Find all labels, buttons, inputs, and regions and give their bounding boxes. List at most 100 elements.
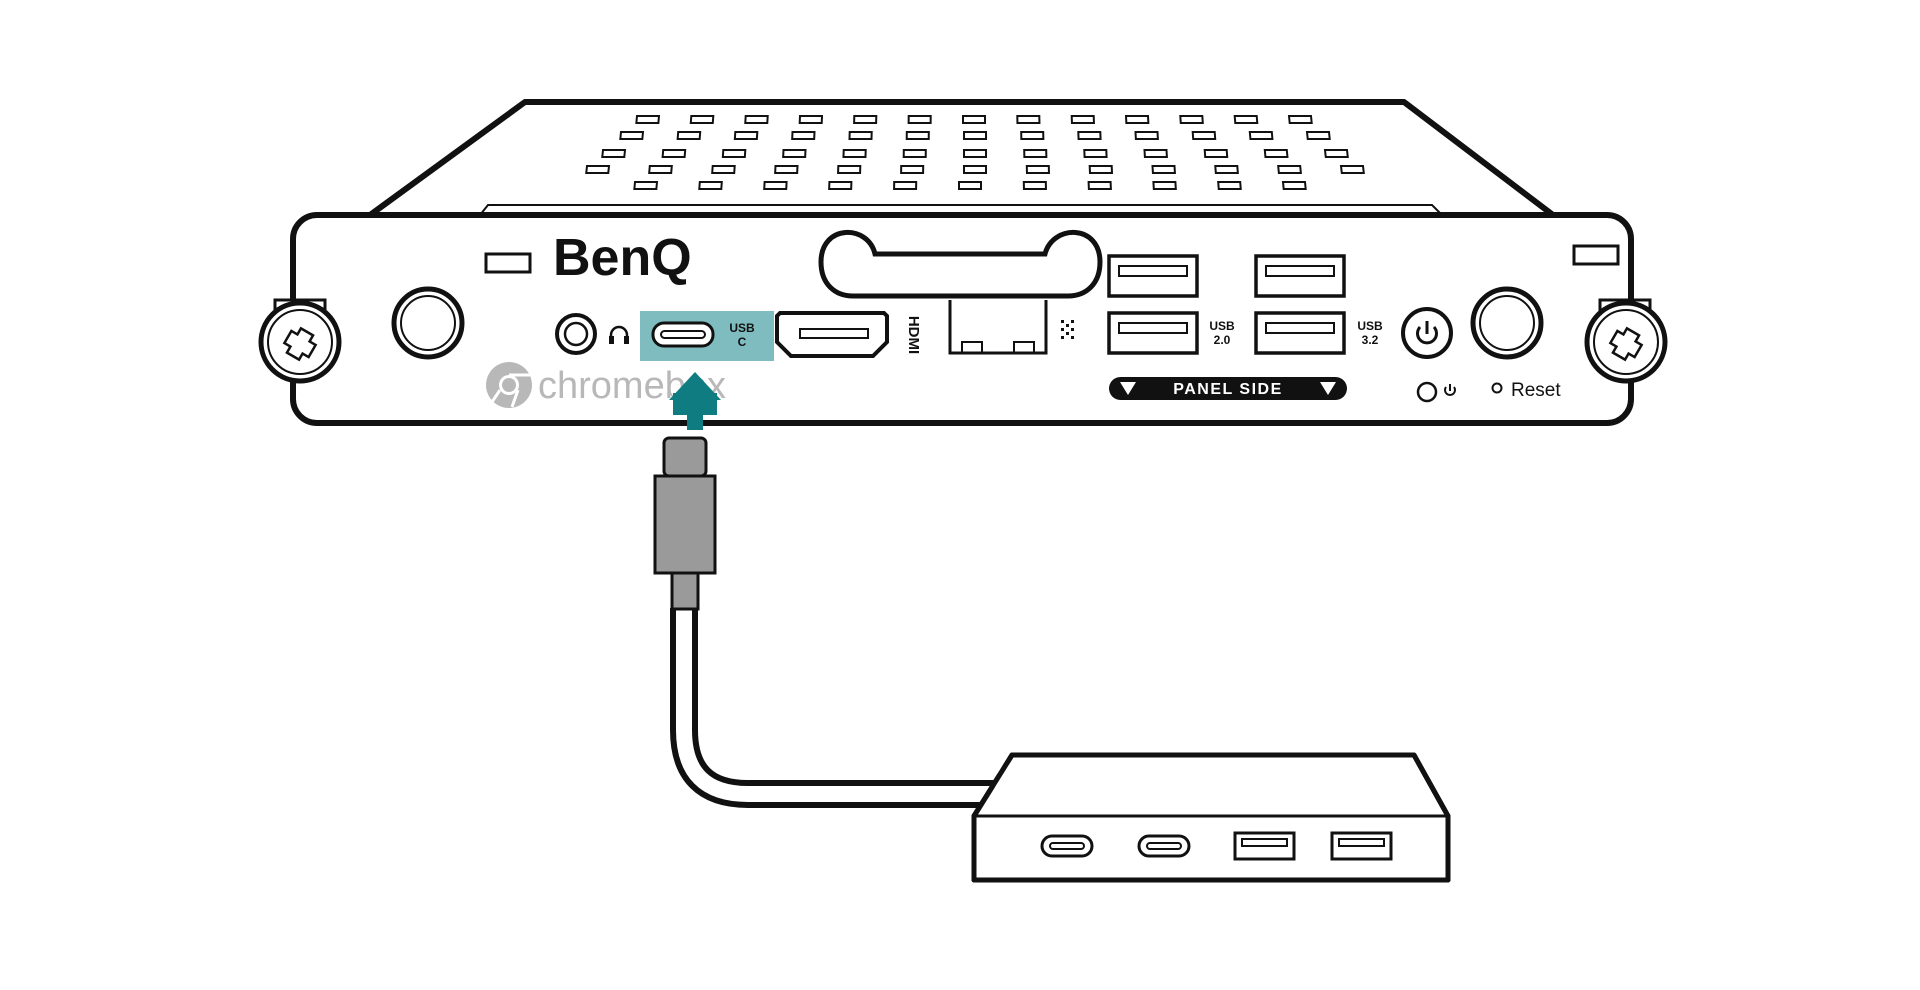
hub-usb-c-port-1: [1040, 834, 1094, 858]
power-indicator-icon: [1444, 384, 1456, 396]
vent-slot: [1263, 149, 1289, 158]
chromebox-top-cover: [367, 99, 1556, 218]
vent-slot: [1191, 131, 1217, 140]
vent-slot: [1152, 181, 1177, 190]
vent-slot: [907, 115, 932, 124]
usb-c-hub: [971, 752, 1451, 883]
usb-32-ports: USB 3.2: [1254, 254, 1383, 355]
lan-icon: [1061, 320, 1074, 339]
reset-hole: [1491, 382, 1503, 394]
usb-32-label-bottom: 3.2: [1362, 333, 1379, 347]
hub-usb-c-port-2: [1137, 834, 1191, 858]
vent-slot: [791, 131, 816, 140]
vent-slot: [774, 165, 799, 174]
vent-slot: [1217, 181, 1242, 190]
lan-port: [948, 300, 1048, 355]
vent-slot: [635, 115, 661, 124]
power-led: [1416, 381, 1438, 403]
vent-slot: [1214, 165, 1239, 174]
usb-c-plug-strain: [670, 571, 700, 611]
vent-slot: [733, 131, 759, 140]
power-icon: [1416, 321, 1438, 345]
hub-usb-a-port-2: [1330, 831, 1393, 861]
handle: [818, 229, 1103, 299]
hdmi-label: HDMI: [905, 316, 922, 354]
vent-slot: [1179, 115, 1204, 124]
vent-slot: [1016, 115, 1041, 124]
left-indicator-slot: [484, 252, 532, 274]
vent-slot: [902, 149, 927, 158]
vent-slot: [1087, 181, 1112, 190]
vent-slot: [1151, 165, 1176, 174]
vent-slot: [893, 181, 918, 190]
vent-slot: [962, 165, 988, 174]
usb-c-port-icon: [651, 321, 715, 348]
brand-logo: BenQ: [553, 229, 692, 287]
vent-slot: [962, 149, 988, 158]
vent-slot: [1070, 115, 1095, 124]
vent-slot: [1339, 165, 1365, 174]
right-indicator-slot: [1572, 244, 1620, 266]
vent-slot: [661, 149, 687, 158]
usb-c-cable: [653, 436, 1000, 808]
vent-slot: [962, 131, 988, 140]
vent-slot: [1077, 131, 1102, 140]
vent-slot: [1134, 131, 1159, 140]
vent-slot: [1088, 165, 1114, 174]
vent-slot: [744, 115, 769, 124]
vent-slot: [1023, 149, 1048, 158]
vent-slot: [905, 131, 930, 140]
chromebox-front-panel: BenQ chromebox USB C: [258, 212, 1668, 426]
vent-slot: [1287, 115, 1313, 124]
left-thumbscrew: [258, 298, 342, 384]
vent-slot: [676, 131, 702, 140]
vent-slot: [711, 165, 736, 174]
right-inner-screw: [1470, 286, 1544, 360]
vent-slots: [585, 115, 1365, 190]
power-button: [1401, 307, 1453, 359]
vent-slot: [1025, 165, 1050, 174]
vent-slot: [828, 181, 853, 190]
vent-slot: [721, 149, 747, 158]
hub-usb-a-port-1: [1233, 831, 1296, 861]
vent-slot: [1233, 115, 1259, 124]
chrome-logo-icon: [486, 362, 532, 408]
vent-slot: [585, 165, 611, 174]
usb-c-label-bottom: C: [738, 335, 747, 349]
vent-slot: [957, 181, 983, 190]
panel-side-label: PANEL SIDE: [1173, 381, 1283, 398]
vent-slot: [900, 165, 925, 174]
vent-slot: [633, 181, 659, 190]
vent-slot: [1248, 131, 1274, 140]
vent-slot: [601, 149, 627, 158]
vent-slot: [689, 115, 715, 124]
usb-c-port-highlight: USB C: [640, 311, 774, 361]
usb-c-plug-body: [653, 474, 717, 575]
vent-slot: [1203, 149, 1229, 158]
vent-slot: [619, 131, 645, 140]
vent-slot: [1020, 131, 1045, 140]
vent-slot: [648, 165, 673, 174]
vent-slot: [1143, 149, 1168, 158]
vent-slot: [837, 165, 862, 174]
usb-c-label-top: USB: [729, 321, 755, 335]
reset-label: Reset: [1511, 380, 1561, 401]
vent-slot: [1281, 181, 1307, 190]
vent-slot: [1083, 149, 1108, 158]
vent-slot: [1305, 131, 1331, 140]
vent-slot: [1124, 115, 1150, 124]
usb-c-plug-tip: [662, 436, 708, 478]
panel-side-bar: PANEL SIDE: [1109, 377, 1347, 400]
vent-slot: [698, 181, 723, 190]
usb-2-ports: USB 2.0: [1107, 254, 1235, 355]
headphone-icon: [609, 325, 629, 344]
vent-slot: [848, 131, 873, 140]
vent-slot: [798, 115, 824, 124]
usb-32-label-top: USB: [1357, 319, 1383, 333]
insert-arrow: [669, 372, 721, 430]
vent-slot: [1323, 149, 1349, 158]
vent-slot: [763, 181, 788, 190]
usb-20-label-top: USB: [1209, 319, 1235, 333]
vent-slot: [782, 149, 807, 158]
